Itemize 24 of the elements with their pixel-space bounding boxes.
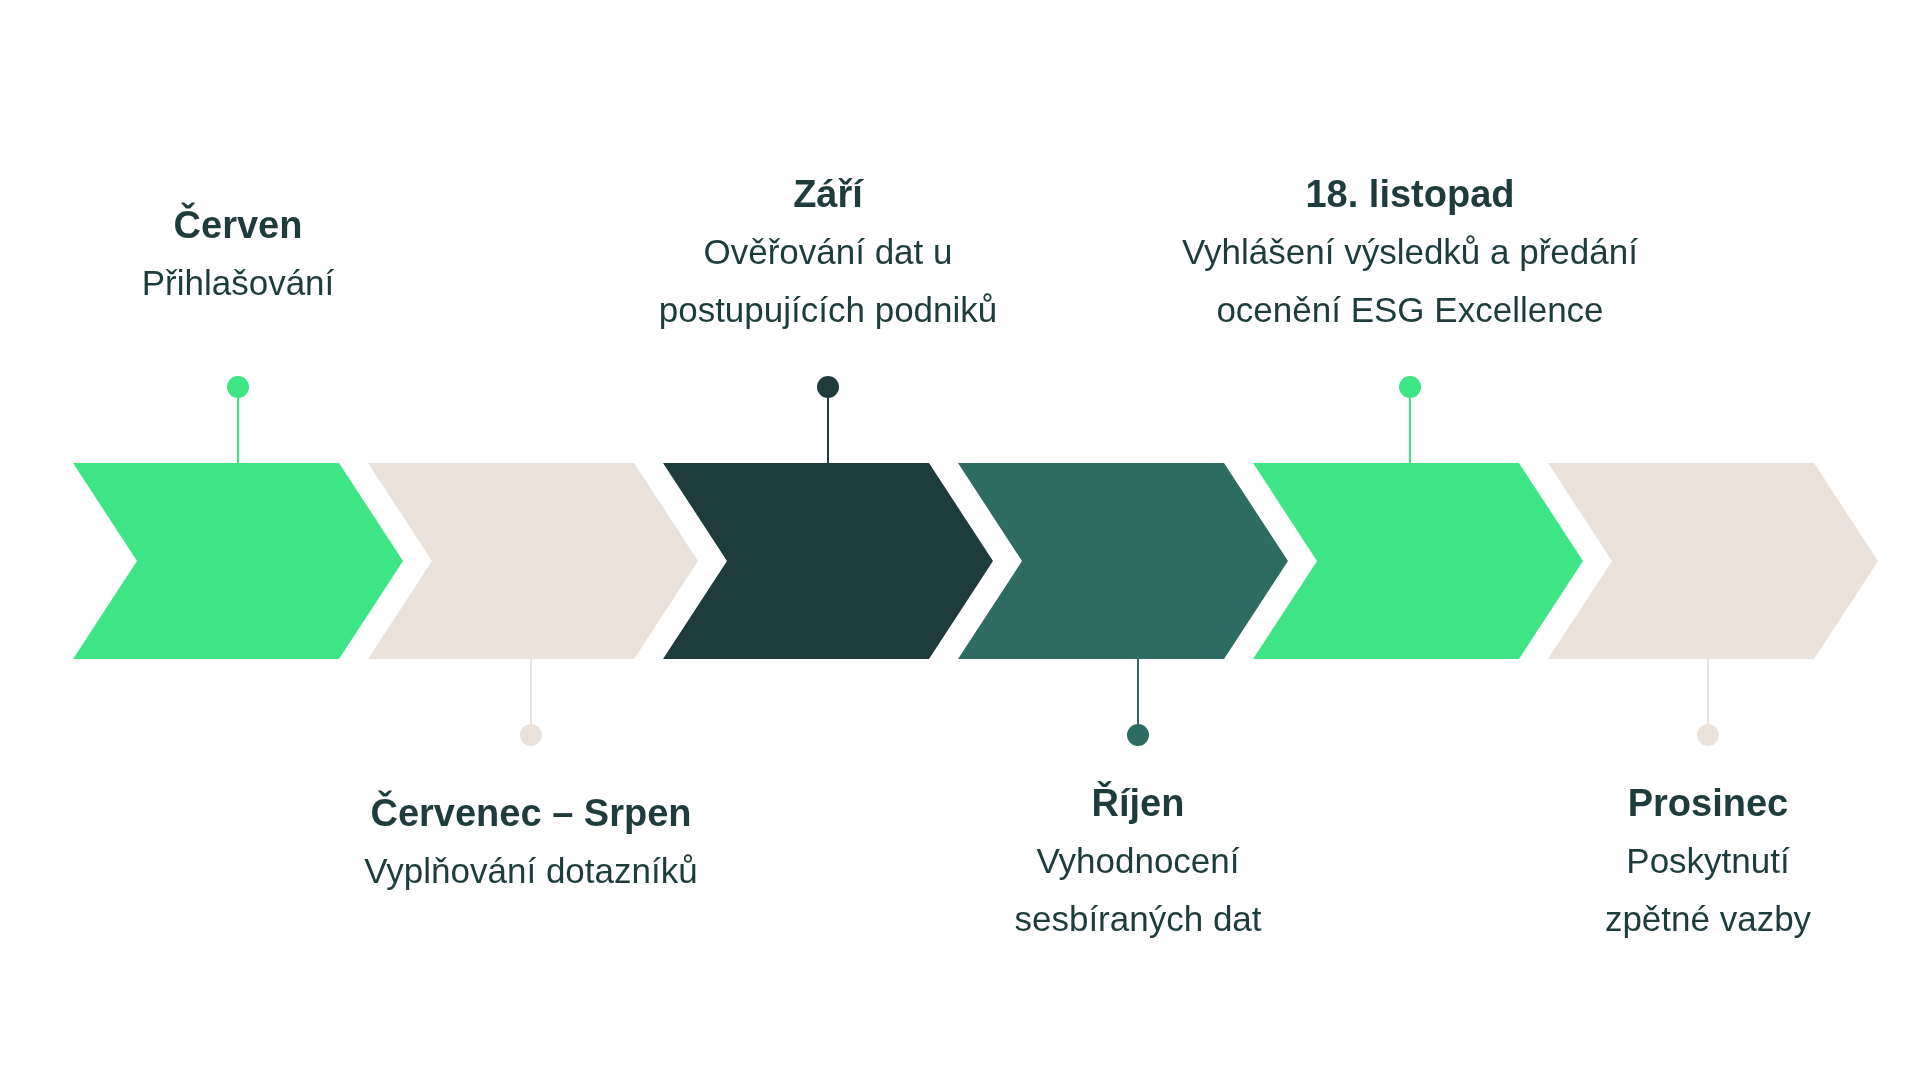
leader-line xyxy=(520,658,542,746)
step-description: Vyplňování dotazníků xyxy=(364,850,698,892)
leader-line xyxy=(227,376,249,464)
chevron-shape xyxy=(663,463,993,659)
chevron-shape xyxy=(368,463,698,659)
date-heading: Říjen xyxy=(1091,780,1185,826)
date-heading: Září xyxy=(793,172,863,217)
step-description: Přihlašování xyxy=(141,262,335,304)
chevron-shape xyxy=(1548,463,1878,659)
date-heading: 18. listopad xyxy=(1305,172,1515,217)
step-description: Poskytnutí zpětné vazby xyxy=(1603,840,1813,940)
step-description: Vyhodnocení sesbíraných dat xyxy=(1013,840,1263,940)
date-heading: Prosinec xyxy=(1627,781,1789,826)
chevron-shape xyxy=(73,463,403,659)
date-heading: Červenec – Srpen xyxy=(370,789,692,836)
leader-line xyxy=(1697,658,1719,746)
step-description: Ověřování dat u postupujících podniků xyxy=(657,231,999,331)
leader-line xyxy=(817,376,839,464)
chevron-shape xyxy=(1253,463,1583,659)
leader-line xyxy=(1127,658,1149,746)
chevron-shape xyxy=(958,463,1288,659)
date-heading: Červen xyxy=(173,201,303,248)
step-description: Vyhlášení výsledků a předání ocenění ESG Excellence xyxy=(1181,231,1639,331)
leader-line xyxy=(1399,376,1421,464)
